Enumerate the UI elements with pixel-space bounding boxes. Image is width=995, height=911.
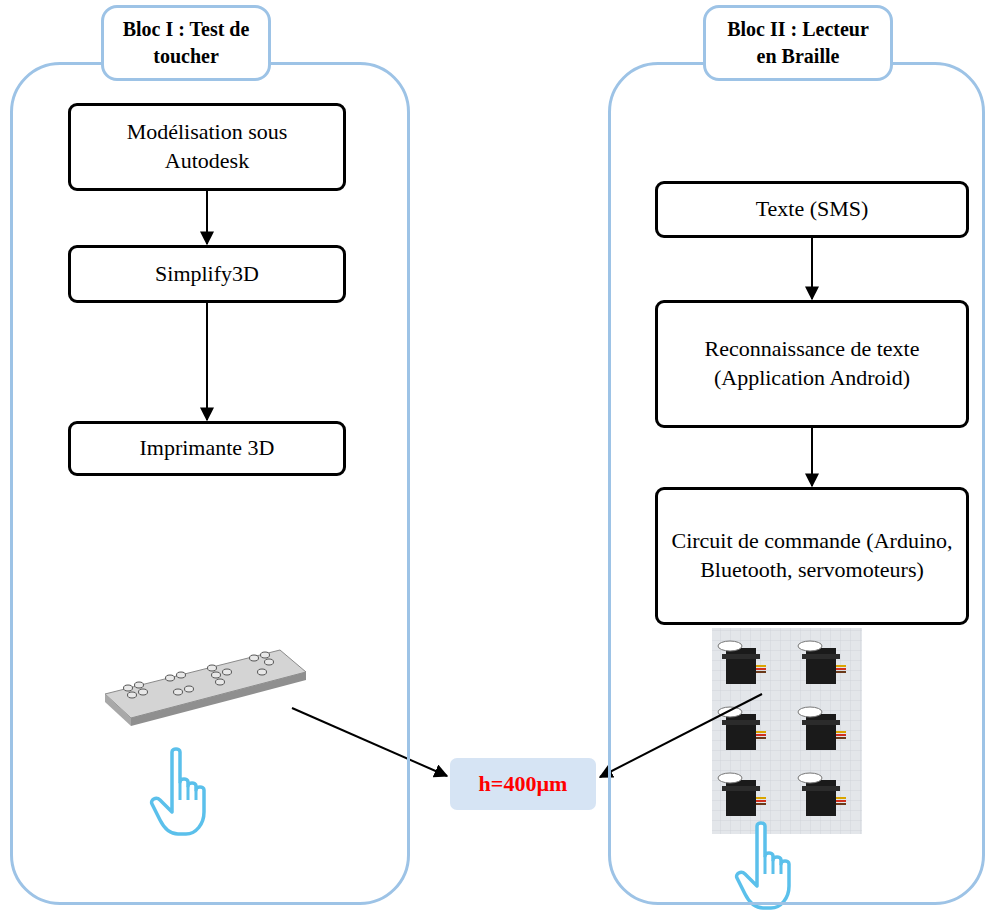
block-heading: Bloc II : Lecteur en Braille	[703, 5, 893, 81]
block-panel: Bloc II : Lecteur en BrailleTexte (SMS)R…	[608, 62, 985, 905]
flow-arrow	[206, 303, 208, 420]
height-label-box: h=400µm	[450, 758, 596, 810]
process-box: Modélisation sous Autodesk	[68, 103, 346, 191]
flow-arrow	[811, 238, 813, 299]
touch-hand-icon	[152, 749, 204, 834]
box-label: Simplify3D	[155, 260, 259, 289]
flow-arrow	[811, 428, 813, 486]
box-label: Reconnaissance de texte (Application And…	[670, 335, 954, 392]
block-panel: Bloc I : Test de toucherModélisation sou…	[10, 62, 410, 905]
leader-arrow	[292, 708, 447, 776]
box-label: Circuit de commande (Arduino, Bluetooth,…	[670, 527, 954, 584]
box-label: Modélisation sous Autodesk	[83, 118, 331, 175]
braille-plate	[105, 650, 306, 726]
process-box: Simplify3D	[68, 245, 346, 303]
process-box: Circuit de commande (Arduino, Bluetooth,…	[655, 487, 969, 625]
block-heading: Bloc I : Test de toucher	[101, 5, 271, 81]
box-label: Imprimante 3D	[139, 434, 274, 463]
box-label: Texte (SMS)	[756, 195, 869, 224]
leader-arrow	[600, 694, 762, 777]
process-box: Texte (SMS)	[655, 181, 969, 238]
process-box: Reconnaissance de texte (Application And…	[655, 300, 969, 428]
process-box: Imprimante 3D	[68, 421, 346, 476]
box-label: h=400µm	[479, 770, 568, 799]
servo-array-image	[712, 628, 862, 834]
touch-hand-icon	[737, 823, 789, 908]
flow-arrow	[206, 191, 208, 244]
